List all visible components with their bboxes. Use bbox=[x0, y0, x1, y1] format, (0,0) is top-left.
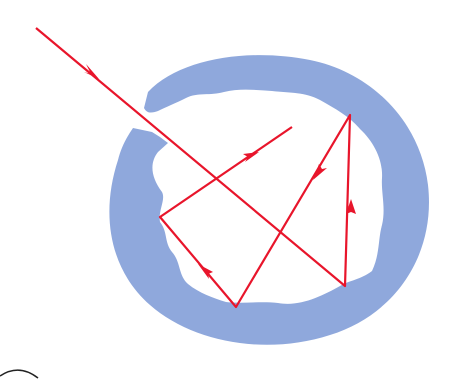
cavity-wall bbox=[109, 55, 429, 345]
corner-mark bbox=[0, 370, 38, 378]
ray-arrow-incoming bbox=[84, 64, 99, 79]
ray-arrow-exit bbox=[243, 152, 259, 162]
